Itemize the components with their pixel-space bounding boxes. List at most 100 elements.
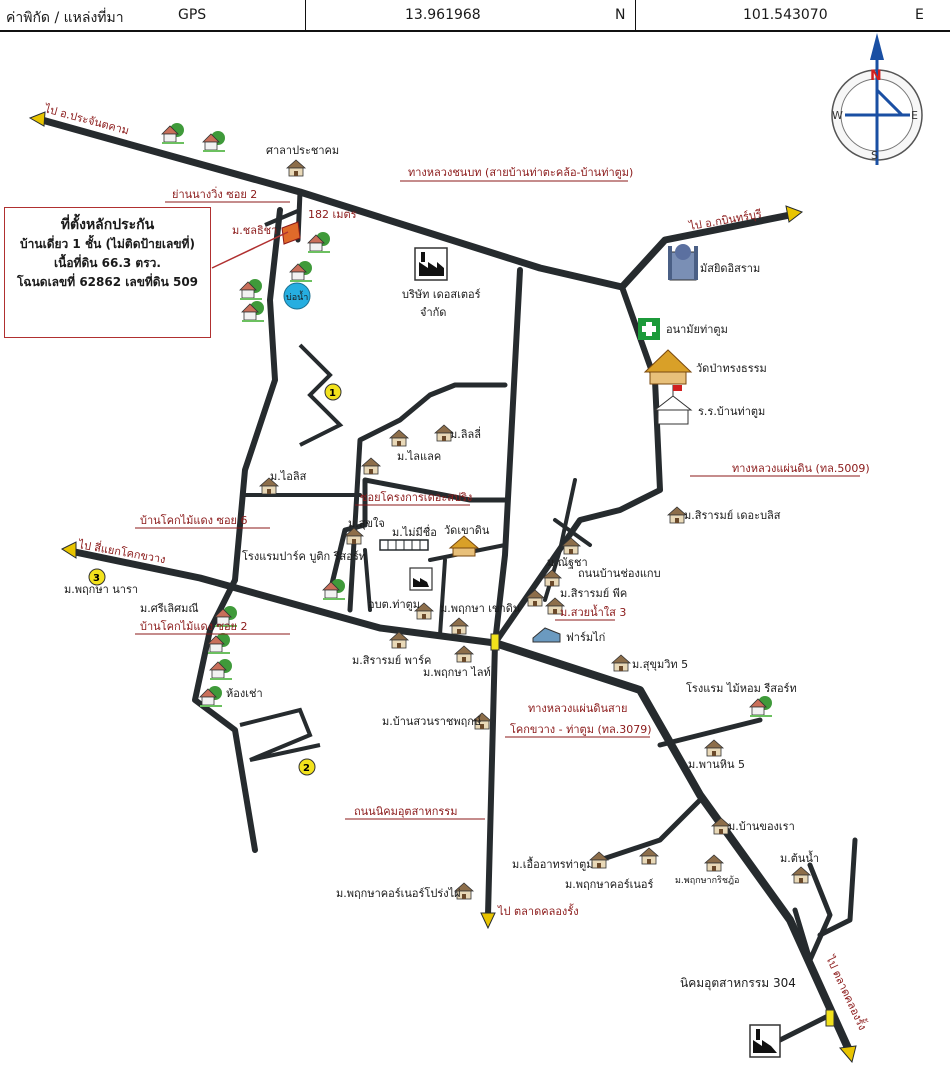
label-soi-krongkan: ซอยโครงการเดอะสปริง <box>360 490 472 504</box>
compass-rose: N S E W <box>831 33 923 165</box>
label-row-house: ห้องเช่า <box>226 687 263 700</box>
label-sirarom-bliss: ม.สิรารมย์ เดอะบลิส <box>684 509 781 522</box>
label-ailis: ม.ไอลิส <box>270 470 307 483</box>
label-road-industrial: ถนนนิคมอุตสาหกรรม <box>354 805 457 818</box>
label-nanthicha: ม.ณัฐชา <box>547 556 588 569</box>
label-suan-rat: ม.บ้านสวนราชพฤกษ์ <box>382 715 481 728</box>
label-uea-athorn: ม.เอื้ออาทรท่าตูม <box>512 856 594 871</box>
label-khok-mai-daeng-6: บ้านโคกไม้แดง ซอย 6 <box>140 513 248 527</box>
label-ban-khong-rao: ม.บ้านของเรา <box>728 820 795 833</box>
school-icon <box>653 385 693 425</box>
house-icon <box>161 122 185 145</box>
label-maimeechue: ม.ไม่มีชื่อ <box>392 524 437 539</box>
marker-2-icon <box>298 758 316 776</box>
source-value: GPS <box>178 7 207 23</box>
house-icon <box>361 457 381 475</box>
road-khaodin <box>438 558 447 637</box>
label-suaynamsai: ม.สวยน้ำใส 3 <box>560 604 626 619</box>
house-icon <box>611 654 631 672</box>
label-sukhumvit: ม.สุขุมวิท 5 <box>632 658 688 671</box>
road-north-center <box>492 267 523 646</box>
compass-n: N <box>870 68 882 84</box>
marker-2-label: 2 <box>303 763 310 774</box>
road-khok-khwang <box>71 548 499 647</box>
label-lilli: ม.ลิลลี่ <box>450 426 481 441</box>
pond-label: บ่อน้ำ <box>286 290 308 303</box>
label-khok-mai-daeng-2: บ้านโคกไม้แดง ซอย 2 <box>140 619 248 633</box>
label-pruksa-light: ม.พฤกษา ไลท์ <box>423 666 491 679</box>
highway-3079 <box>491 639 852 1052</box>
header-lat-cell: 13.961968 N <box>305 0 636 30</box>
info-title: ที่ตั้งหลักประกัน <box>60 217 155 233</box>
marker-1-icon <box>324 383 342 401</box>
location-map: N S E W บ่อน้ำ <box>28 33 923 1064</box>
landmark-icons <box>379 244 835 1058</box>
collateral-site-icon <box>281 221 301 245</box>
label-distance: 182 เมตร <box>308 208 357 221</box>
label-farm: ฟาร์มไก่ <box>566 631 605 644</box>
housing-block-2 <box>239 707 321 762</box>
label-wat-khao-din: วัดเขาดิน <box>444 524 490 537</box>
label-chonthicha: ม.ชลธิชา <box>232 224 277 237</box>
traffic-light-icon-2 <box>825 1009 835 1027</box>
hotel-maihom-icon <box>749 695 773 718</box>
marker-3-label: 3 <box>93 573 100 584</box>
longitude-value: 101.543070 <box>743 7 828 23</box>
arrow-west-icon <box>28 111 46 127</box>
temple-icon <box>643 349 693 385</box>
label-to-talad: ไป ตลาดคลองรั้ง <box>497 903 579 918</box>
label-soi-nangwing: ย่านนางวิ่ง ซอย 2 <box>172 186 257 201</box>
house-icon <box>307 231 331 254</box>
label-sala: ศาลาประชาคม <box>266 144 339 157</box>
road-network <box>38 116 858 1052</box>
label-pruksa-corner-prong: ม.พฤกษาคอร์เนอร์โปร่งไผ่ <box>336 886 461 900</box>
road-lilli <box>347 382 508 613</box>
label-company: บริษัท เดอสเตอร์ <box>402 288 481 301</box>
highway-5009 <box>492 284 663 646</box>
road-spring <box>327 477 508 595</box>
house-icon <box>639 847 659 865</box>
label-rural-road: ทางหลวงชนบท (สายบ้านท่าตะคล้อ-บ้านท่าตูม… <box>408 166 633 179</box>
road-branch-1 <box>553 518 592 547</box>
factory-icon-2 <box>409 567 433 591</box>
latitude-value: 13.961968 <box>405 7 481 23</box>
traffic-light-icon <box>490 633 500 651</box>
house-icon <box>791 866 811 884</box>
coord-label: ค่าพิกัด / แหล่งที่มา <box>6 10 124 26</box>
label-health: อนามัยท่าตูม <box>666 323 728 336</box>
compass-w: W <box>832 109 843 122</box>
house-icon <box>389 429 409 447</box>
mosque-icon <box>668 244 698 281</box>
label-highway-5009: ทางหลวงแผ่นดิน (ทล.5009) <box>732 462 870 475</box>
road-sukchai <box>363 548 372 612</box>
house-icon <box>449 617 469 635</box>
marker-1-label: 1 <box>329 388 336 399</box>
info-line-3: โฉนดเลขที่ 62862 เลขที่ดิน 509 <box>16 275 199 289</box>
label-srilert: ม.ศรีเลิศมณี <box>140 602 199 615</box>
header-lon-cell: 101.543070 E <box>635 0 948 30</box>
label-industrial-304: นิคมอุตสาหกรรม 304 <box>680 976 796 991</box>
latitude-unit: N <box>615 7 626 23</box>
compass-s: S <box>871 149 878 162</box>
house-icon <box>322 578 346 601</box>
housing-block-1 <box>298 343 344 447</box>
road-industrial <box>485 640 498 918</box>
label-pruksa-khaodin: ม.พฤกษา เขาดิน <box>440 602 521 615</box>
label-temple: วัดป่าทรงธรรม <box>696 362 767 375</box>
info-line-2: เนื้อที่ดิน 66.3 ตรว. <box>54 256 161 270</box>
row-house-icon <box>199 685 223 708</box>
label-lailak: ม.ไลแลค <box>397 450 441 463</box>
housing-blocks <box>239 208 344 762</box>
label-highway-3079: ทางหลวงแผ่นดินสาย <box>528 702 627 715</box>
longitude-unit: E <box>915 7 924 23</box>
label-sirarom-peak: ม.สิรารมย์ พีค <box>560 587 627 600</box>
health-center-icon <box>638 318 660 340</box>
wat-khao-din-icon <box>448 535 480 557</box>
compass-e: E <box>911 109 918 122</box>
label-company-2: จำกัด <box>420 306 446 319</box>
factory-icon-3 <box>749 1024 781 1058</box>
rural-road <box>38 116 794 291</box>
label-highway-3079b: โคกขวาง - ท่าตูม (ทล.3079) <box>510 722 652 736</box>
road-phanhin <box>657 717 763 748</box>
house-icon <box>289 260 313 283</box>
